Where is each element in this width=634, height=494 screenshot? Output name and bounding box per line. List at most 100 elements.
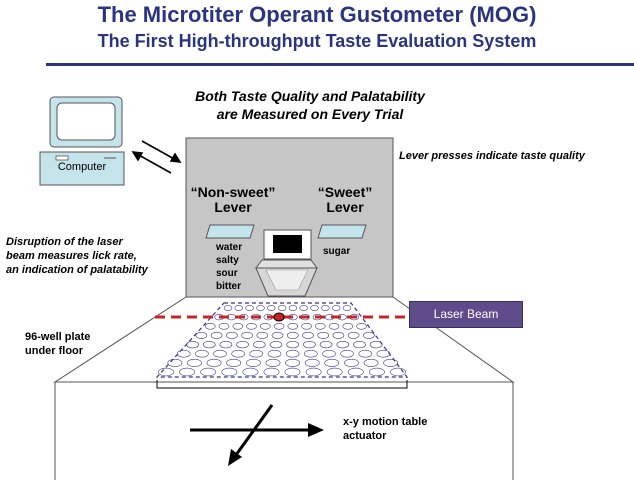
well [219, 341, 233, 349]
well [358, 349, 373, 358]
well-plate-outline [155, 302, 409, 378]
well [287, 322, 299, 330]
laser-note-line-1: Disruption of the laser [6, 236, 123, 248]
well [205, 322, 216, 330]
well [303, 349, 318, 358]
nonsweet-lever-label-line-1: “Non-sweet” [190, 184, 276, 200]
well [245, 358, 261, 367]
nonsweet-lever-label-line-2: Lever [214, 199, 252, 215]
well [256, 305, 265, 311]
well [336, 341, 350, 349]
plate-label-line-2: under floor [25, 345, 84, 357]
well [353, 341, 366, 349]
well [187, 358, 202, 367]
well [203, 341, 216, 349]
page-title: The Microtiter Operant Gustometer (MOG) [97, 2, 537, 27]
well [305, 367, 322, 377]
well [218, 322, 230, 330]
computer-label: Computer [57, 161, 107, 173]
well [242, 367, 259, 377]
well [347, 367, 364, 377]
actuator-label-line-1: x-y motion table [343, 416, 428, 428]
xy-motion-arrows-icon [190, 404, 324, 466]
well [301, 322, 312, 330]
well [342, 305, 352, 311]
well [376, 349, 391, 358]
nonsweet-lever [205, 224, 255, 239]
plate-label: 96-well plate under floor [25, 330, 90, 358]
well [263, 367, 280, 377]
well [186, 341, 199, 349]
well [284, 367, 301, 377]
well [226, 358, 242, 367]
well [321, 305, 330, 311]
well [288, 305, 298, 311]
sweet-taste-list: sugar [323, 245, 350, 258]
taste-item: sour [216, 268, 238, 279]
sweet-lever [317, 224, 367, 239]
actuator-label-line-2: actuator [343, 430, 387, 442]
laser-note-line-3: an indication of palatability [6, 264, 148, 276]
well [368, 367, 385, 377]
well [317, 331, 330, 339]
well [332, 331, 345, 339]
well [326, 367, 343, 377]
well [340, 349, 354, 358]
connection-arrows-icon [131, 140, 182, 174]
well [342, 322, 354, 330]
sweet-lever-label: “Sweet” Lever [300, 185, 390, 215]
well [319, 341, 333, 349]
plate-label-line-1: 96-well plate [25, 331, 91, 343]
well [269, 341, 283, 349]
well [236, 341, 249, 349]
well [195, 349, 209, 358]
well [277, 305, 287, 311]
well [206, 358, 222, 367]
well [234, 305, 244, 311]
well [286, 341, 300, 349]
title-divider [46, 63, 634, 66]
nonsweet-lever-label: “Non-sweet” Lever [178, 185, 288, 215]
well [249, 349, 264, 358]
well [267, 349, 282, 358]
well [332, 305, 341, 311]
actuator-label: x-y motion table actuator [343, 415, 427, 443]
well [221, 367, 238, 377]
plate-bracket [156, 380, 408, 389]
well [226, 331, 238, 339]
well [256, 331, 269, 339]
well [179, 367, 195, 377]
well [285, 358, 300, 367]
page-subtitle: The First High-throughput Taste Evaluati… [97, 31, 537, 51]
well [286, 331, 299, 339]
well [363, 331, 375, 339]
well [314, 322, 326, 330]
computer-icon [39, 96, 125, 186]
well [232, 322, 244, 330]
well [304, 358, 320, 367]
well [369, 341, 383, 349]
sweet-lever-label-line-1: “Sweet” [317, 184, 373, 200]
well [303, 341, 316, 349]
well [310, 305, 319, 311]
heading-line-1: Both Taste Quality and Palatability [195, 88, 425, 104]
well [324, 358, 340, 367]
laser-note-line-2: beam measures lick rate, [6, 250, 137, 262]
well [285, 349, 300, 358]
well [328, 322, 340, 330]
laser-beam-label: Laser Beam [409, 301, 523, 328]
taste-item: bitter [216, 281, 241, 292]
well [246, 322, 257, 330]
well [259, 322, 271, 330]
well [347, 331, 360, 339]
well [356, 322, 367, 330]
well [167, 358, 183, 367]
laser-focus-point [273, 312, 285, 322]
taste-item: salty [216, 255, 239, 266]
well [267, 305, 276, 311]
laser-note: Disruption of the laser beam measures li… [6, 235, 148, 277]
well [273, 322, 285, 330]
lever-note: Lever presses indicate taste quality [399, 150, 585, 162]
lick-spout [255, 229, 318, 297]
